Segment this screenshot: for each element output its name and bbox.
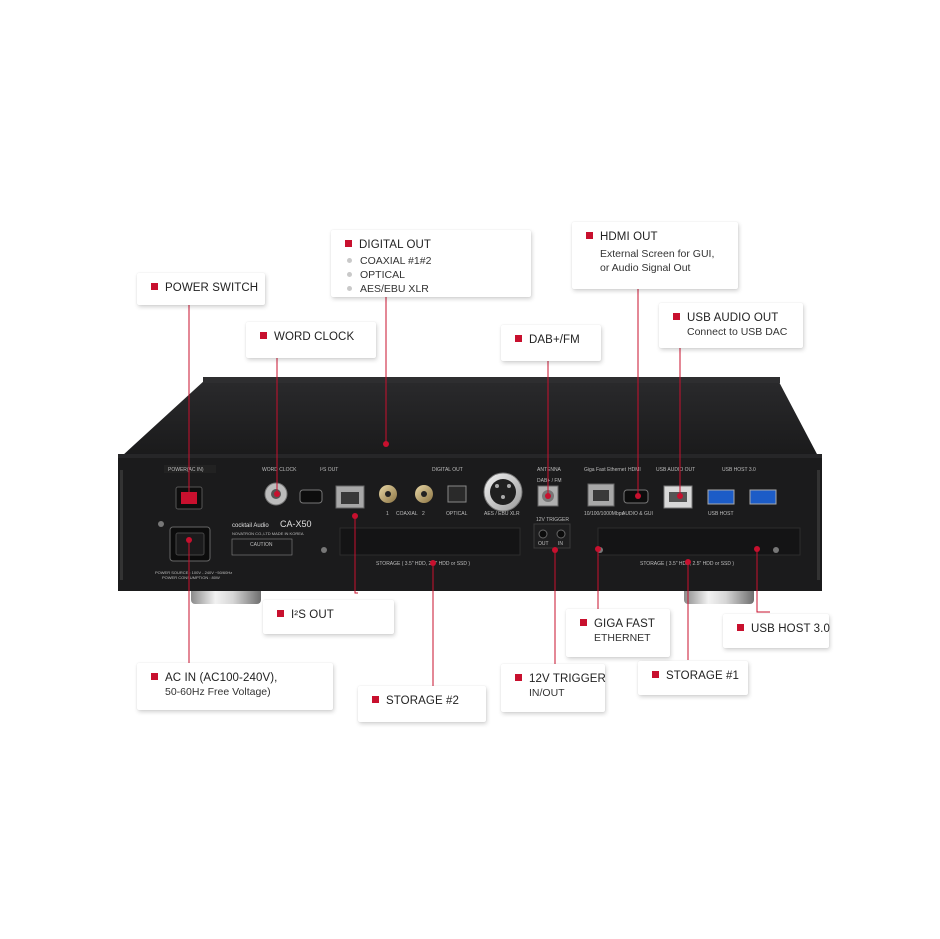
label-brand: cocktail Audio	[232, 523, 269, 529]
label-power-ac-in: POWER(AC IN)	[168, 467, 204, 473]
label-eth-speed: 10/100/1000Mbps	[584, 511, 625, 517]
label-hdmi: HDMI	[628, 467, 641, 473]
label-trig-out: OUT	[538, 541, 549, 547]
label-storage-left: STORAGE ( 3.5" HDD, 2.5" HDD or SSD )	[376, 561, 470, 567]
callout-i2s-out: I²S OUT	[263, 600, 394, 634]
label-audio-gui: AUDIO & GUI	[622, 511, 653, 517]
label-caution: CAUTION	[250, 542, 273, 548]
callout-ac-in: AC IN (AC100-240V), 50-60Hz Free Voltage…	[137, 663, 333, 710]
label-coax-2: 2	[422, 511, 425, 517]
label-maker: NOVATRON CO.,LTD MADE IN KOREA	[232, 531, 304, 536]
callout-digital-out: DIGITAL OUT COAXIAL #1#2 OPTICAL AES/EBU…	[331, 230, 531, 297]
label-coax-1: 1	[386, 511, 389, 517]
callout-giga-ethernet: GIGA FAST ETHERNET	[566, 609, 670, 657]
device-top	[122, 377, 818, 456]
label-usb-host-30: USB HOST 3.0	[722, 467, 756, 473]
list-item: OPTICAL	[345, 268, 517, 282]
label-word-clock: WORD CLOCK	[262, 467, 297, 473]
usb-host-title: USB HOST 3.0	[751, 623, 830, 635]
label-aes-ebu: AES / EBU XLR	[484, 511, 520, 517]
label-power-source: POWER SOURCE : 100V - 240V ~50/60Hz	[155, 570, 232, 575]
label-optical: OPTICAL	[446, 511, 468, 517]
trigger-section	[533, 523, 571, 549]
callout-dab-fm: DAB+/FM	[501, 325, 601, 361]
label-giga-ethernet: Giga Fast Ethernet	[584, 467, 627, 473]
bullet-icon	[151, 283, 158, 290]
bullet-icon	[652, 671, 659, 678]
bullet-icon	[277, 610, 284, 617]
bullet-icon	[372, 696, 379, 703]
dot-icon	[347, 258, 352, 263]
ac-in-title: AC IN (AC100-240V),	[165, 672, 278, 684]
callout-usb-audio-out: USB AUDIO OUT Connect to USB DAC	[659, 303, 803, 348]
label-trig-in: IN	[558, 541, 563, 547]
label-coaxial: COAXIAL	[396, 511, 418, 517]
dab-fm-title: DAB+/FM	[529, 334, 580, 346]
callout-usb-host: USB HOST 3.0	[723, 614, 830, 648]
hdmi-out-title: HDMI OUT	[600, 231, 658, 243]
label-trigger: 12V TRIGGER	[536, 517, 569, 523]
trigger-title: 12V TRIGGER	[529, 673, 606, 685]
bullet-icon	[737, 624, 744, 631]
dot-icon	[347, 272, 352, 277]
label-i2s-out: I²S OUT	[320, 467, 338, 473]
bullet-icon	[586, 232, 593, 239]
label-power-consumption: POWER CONSUMPTION : 80W	[162, 575, 220, 580]
trigger-line2: IN/OUT	[529, 687, 565, 699]
dot-icon	[347, 286, 352, 291]
hdmi-out-line2: or Audio Signal Out	[600, 262, 691, 274]
word-clock-title: WORD CLOCK	[274, 331, 355, 343]
bullet-icon	[580, 619, 587, 626]
storage1-title: STORAGE #1	[666, 670, 740, 682]
i2s-out-title: I²S OUT	[291, 609, 334, 621]
label-model: CA-X50	[280, 519, 312, 529]
power-switch-title: POWER SWITCH	[165, 282, 259, 294]
bullet-icon	[515, 674, 522, 681]
bullet-icon	[151, 673, 158, 680]
callout-storage-1: STORAGE #1	[638, 661, 748, 695]
callout-trigger: 12V TRIGGER IN/OUT	[501, 664, 606, 712]
label-usb-audio-out: USB AUDIO OUT	[656, 467, 695, 473]
giga-ethernet-title: GIGA FAST	[594, 618, 655, 630]
callout-storage-2: STORAGE #2	[358, 686, 486, 722]
bullet-icon	[515, 335, 522, 342]
usb-audio-out-title: USB AUDIO OUT	[687, 312, 779, 324]
list-item: COAXIAL #1#2	[345, 254, 517, 268]
device-back	[118, 454, 822, 591]
callout-word-clock: WORD CLOCK	[246, 322, 376, 358]
label-digital-out: DIGITAL OUT	[432, 467, 463, 473]
usb-audio-out-line2: Connect to USB DAC	[687, 326, 788, 338]
list-item: AES/EBU XLR	[345, 282, 517, 296]
digital-out-title: DIGITAL OUT	[359, 239, 432, 251]
callout-hdmi-out: HDMI OUT External Screen for GUI, or Aud…	[572, 222, 738, 289]
bullet-icon	[345, 240, 352, 247]
callout-power-switch: POWER SWITCH	[137, 273, 265, 305]
bullet-icon	[673, 313, 680, 320]
i2s-section	[299, 485, 365, 509]
label-usb-host: USB HOST	[708, 511, 734, 517]
bullet-icon	[260, 332, 267, 339]
ac-in-line2: 50-60Hz Free Voltage)	[165, 686, 271, 698]
storage2-title: STORAGE #2	[386, 695, 460, 707]
hdmi-out-line1: External Screen for GUI,	[600, 248, 715, 260]
label-antenna: ANTENNA	[537, 467, 562, 473]
leader-dots	[186, 491, 760, 566]
giga-ethernet-line2: ETHERNET	[594, 632, 651, 644]
leader-lines	[188, 289, 770, 686]
label-dab-fm: DAB+ / FM	[537, 478, 562, 484]
digital-out-section	[379, 472, 523, 512]
